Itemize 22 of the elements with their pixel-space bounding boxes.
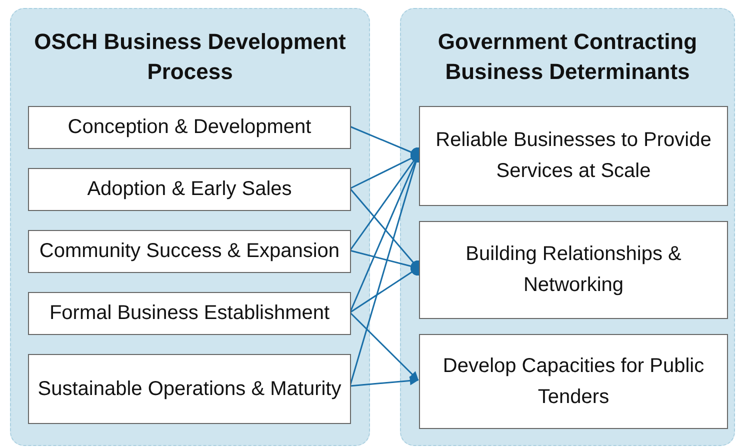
group-title: Government Contracting Business Determinants: [436, 28, 698, 86]
box-text: Community Success & Expansion: [38, 239, 341, 264]
box-text: Sustainable Operations & Maturity: [36, 376, 342, 402]
group-panel: [400, 8, 735, 446]
process-box: [28, 168, 351, 211]
process-box: [419, 106, 728, 206]
box-text: Conception & Development: [66, 115, 312, 140]
process-box: [419, 334, 728, 429]
process-box: [28, 106, 351, 149]
box-text: Formal Business Establishment: [48, 301, 331, 326]
process-box: [28, 354, 351, 424]
box-text: Develop Capacities for Public Tenders: [442, 354, 706, 410]
group-title: OSCH Business Development Process: [33, 28, 347, 86]
box-text: Reliable Businesses to Provide Services at Scale: [434, 128, 712, 184]
process-box: [419, 221, 728, 319]
arrow: [350, 376, 419, 387]
arrow: [349, 312, 419, 381]
process-box: [28, 292, 351, 335]
box-text: Building Relationships & Networking: [464, 242, 682, 298]
box-text: Adoption & Early Sales: [86, 177, 293, 202]
group-panel: [10, 8, 370, 446]
process-box: [28, 230, 351, 273]
